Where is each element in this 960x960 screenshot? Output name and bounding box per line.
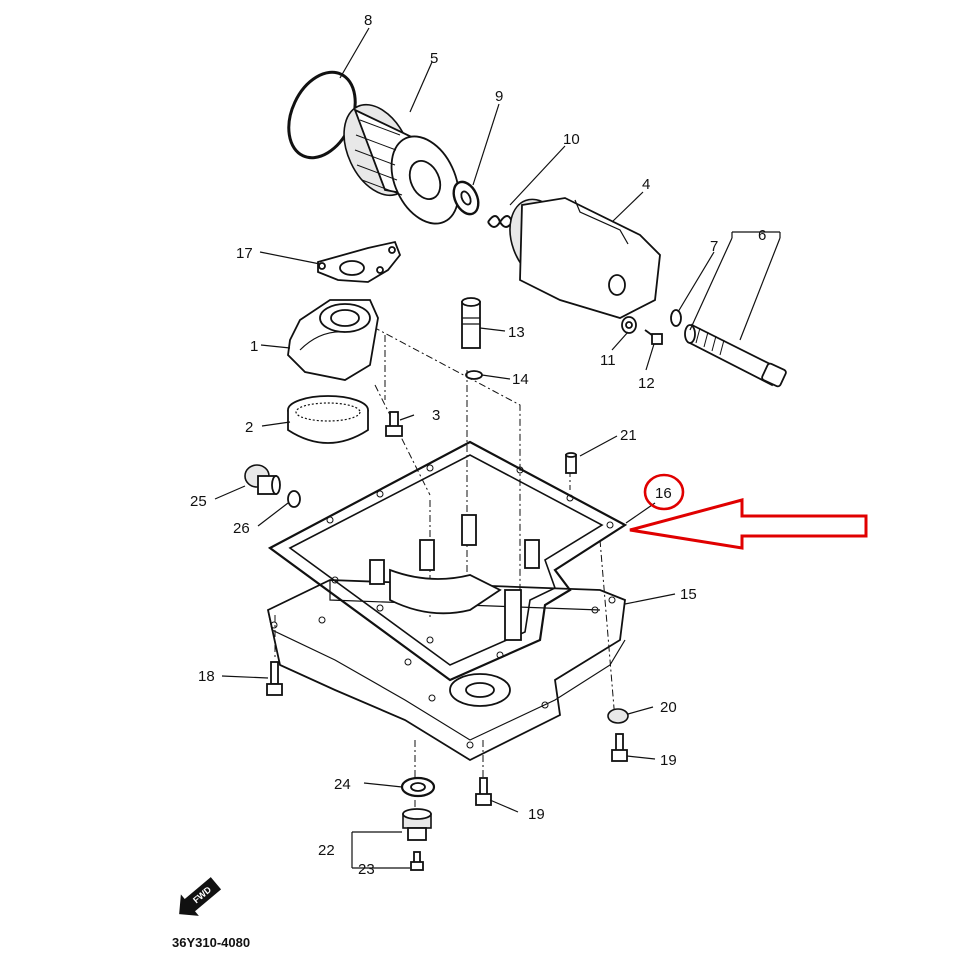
callout-20: 20 <box>660 699 677 716</box>
dowel-pin-21 <box>565 452 577 474</box>
callout-labels: 1 2 3 4 5 6 7 8 9 10 11 12 13 14 15 16 1… <box>190 12 766 878</box>
callout-18: 18 <box>198 668 215 685</box>
pipe-13 <box>461 297 481 349</box>
oil-pan-15 <box>266 514 626 762</box>
callout-13: 13 <box>508 324 525 341</box>
callout-12: 12 <box>638 375 655 392</box>
leader-lines <box>214 27 781 869</box>
bolt-23 <box>410 851 424 871</box>
washer-9 <box>452 180 480 216</box>
callout-19-right: 19 <box>660 752 677 769</box>
filter-cover-4 <box>509 197 661 319</box>
bolt-12 <box>644 329 663 345</box>
relief-valve-6 <box>684 323 787 388</box>
callout-24: 24 <box>334 776 351 793</box>
bolt-19-right <box>611 733 628 762</box>
bolt-3 <box>385 411 403 437</box>
callout-17: 17 <box>236 245 253 262</box>
strainer-2 <box>287 395 369 444</box>
pointer-arrow <box>629 498 868 550</box>
callout-4: 4 <box>642 176 650 193</box>
highlight-marker <box>629 473 868 550</box>
bolt-18 <box>266 661 283 696</box>
callout-1: 1 <box>250 338 258 355</box>
callout-9: 9 <box>495 88 503 105</box>
callout-11: 11 <box>600 352 616 369</box>
callout-2: 2 <box>245 419 253 436</box>
oil-pan-gasket-16 <box>267 440 628 682</box>
washer-11 <box>621 316 637 334</box>
o-ring-7 <box>670 309 682 327</box>
callout-25: 25 <box>190 493 207 510</box>
callout-5: 5 <box>430 50 438 67</box>
callout-8: 8 <box>364 12 372 29</box>
callout-26: 26 <box>233 520 250 537</box>
washer-24 <box>400 776 436 798</box>
oil-filter-5 <box>343 103 460 225</box>
gasket-17 <box>317 240 402 283</box>
callout-3: 3 <box>432 407 440 424</box>
forward-badge: FWD <box>179 877 222 916</box>
callout-6: 6 <box>758 227 766 244</box>
drain-bolt-22 <box>402 808 432 841</box>
callout-15: 15 <box>680 586 697 603</box>
callout-16: 16 <box>655 485 672 502</box>
callout-10: 10 <box>563 131 580 148</box>
diagram-code: 36Y310-4080 <box>172 935 250 950</box>
callout-21: 21 <box>620 427 637 444</box>
bolt-19-lower <box>475 777 492 806</box>
callout-22: 22 <box>318 842 335 859</box>
callout-7: 7 <box>710 238 718 255</box>
o-ring-14 <box>465 370 483 380</box>
callout-19-lower: 19 <box>528 806 545 823</box>
gasket-20 <box>607 708 629 724</box>
callout-23: 23 <box>358 861 375 878</box>
forward-arrow-icon <box>179 877 222 916</box>
filter-housing-1 <box>287 299 379 381</box>
o-ring-26 <box>287 490 301 508</box>
callout-14: 14 <box>512 371 529 388</box>
plug-25 <box>244 464 281 495</box>
